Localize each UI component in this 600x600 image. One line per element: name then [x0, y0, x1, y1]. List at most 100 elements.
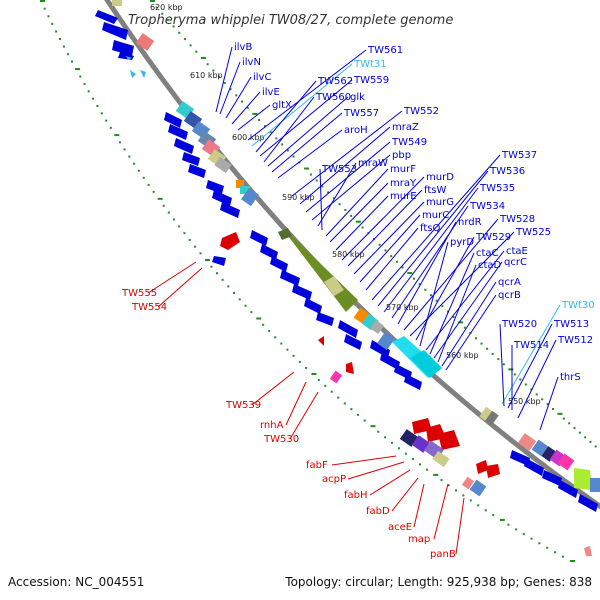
- gene-label[interactable]: TW549: [391, 137, 427, 148]
- gene-label[interactable]: TW552: [403, 106, 439, 117]
- track-dot: [404, 452, 407, 455]
- gene-label[interactable]: gltX: [272, 100, 292, 111]
- gene-label[interactable]: ilvE: [262, 87, 280, 98]
- track-dot: [137, 169, 140, 172]
- gene-arrow: [316, 312, 334, 326]
- gene-label[interactable]: pyrD: [450, 237, 474, 248]
- gene-block-band: [574, 468, 592, 490]
- track-dot: [455, 489, 458, 492]
- gene-label[interactable]: TW561: [367, 45, 403, 56]
- gene-label[interactable]: murD: [426, 172, 454, 183]
- track-dot: [370, 425, 376, 428]
- track-dot: [552, 408, 555, 411]
- gene-label[interactable]: ftsW: [424, 185, 446, 196]
- gene-label[interactable]: TW535: [479, 183, 515, 194]
- track-dot: [133, 162, 136, 165]
- gene-label[interactable]: ftsQ: [420, 223, 440, 234]
- gene-label[interactable]: murC: [422, 210, 449, 221]
- gene-label[interactable]: glk: [350, 92, 365, 103]
- gene-label[interactable]: ilvC: [253, 72, 271, 83]
- gene-label[interactable]: murE: [390, 191, 417, 202]
- gene-label[interactable]: ctaE: [506, 246, 528, 257]
- gene-label[interactable]: TW536: [489, 166, 525, 177]
- gene-label[interactable]: aceE: [388, 522, 412, 533]
- track-dot: [330, 390, 333, 393]
- reverse-feature-track: [212, 232, 592, 556]
- gene-label[interactable]: rnhA: [260, 420, 284, 431]
- gene-label[interactable]: TW559: [353, 75, 389, 86]
- gene-arrow-reverse: [438, 430, 460, 450]
- gene-label[interactable]: murF: [390, 164, 416, 175]
- gene-label[interactable]: TW560: [315, 92, 351, 103]
- gene-label[interactable]: TW554: [131, 302, 167, 313]
- gene-label[interactable]: TW528: [499, 214, 535, 225]
- track-dot: [195, 50, 198, 53]
- track-dot: [232, 291, 235, 294]
- gene-label[interactable]: pbp: [392, 150, 411, 161]
- gene-label[interactable]: TW513: [553, 319, 589, 330]
- gene-label[interactable]: ctaC: [476, 248, 499, 259]
- gene-label[interactable]: TW539: [225, 400, 261, 411]
- gene-label[interactable]: mraY: [390, 178, 417, 189]
- track-dot: [152, 190, 155, 193]
- gene-label[interactable]: TW562: [317, 76, 353, 87]
- label-leader-line: [359, 214, 421, 283]
- gene-label[interactable]: mraW: [358, 158, 388, 169]
- gene-label[interactable]: thrS: [560, 372, 581, 383]
- track-dot: [274, 336, 277, 339]
- gene-label[interactable]: map: [408, 534, 430, 545]
- gene-label[interactable]: qcrC: [504, 257, 527, 268]
- track-dot: [343, 402, 346, 405]
- gene-label[interactable]: TWt31: [353, 59, 387, 70]
- gene-label[interactable]: ilvB: [234, 42, 252, 53]
- track-dot: [275, 137, 278, 140]
- gene-label[interactable]: aroH: [344, 125, 368, 136]
- gene-label[interactable]: TW529: [475, 232, 511, 243]
- label-leader-line: [383, 187, 479, 313]
- gene-label[interactable]: TW514: [513, 340, 549, 351]
- gene-label[interactable]: TW520: [501, 319, 537, 330]
- track-dot: [541, 398, 544, 401]
- label-leader-line: [335, 195, 389, 251]
- track-dot: [317, 378, 320, 381]
- gene-label[interactable]: TW534: [469, 201, 505, 212]
- gene-label[interactable]: TW555: [121, 288, 157, 299]
- label-leader-line: [397, 221, 457, 325]
- gene-label[interactable]: fabD: [366, 506, 390, 517]
- gene-label[interactable]: fabF: [306, 460, 328, 471]
- gene-label[interactable]: murG: [426, 197, 454, 208]
- gene-block: [236, 180, 244, 188]
- gene-block: [479, 406, 493, 422]
- track-dot: [458, 321, 464, 324]
- track-dot: [55, 30, 58, 33]
- track-dot: [486, 347, 489, 350]
- gene-label[interactable]: fabH: [344, 490, 368, 501]
- gene-label[interactable]: mraZ: [392, 122, 419, 133]
- gene-label[interactable]: ctaD: [478, 260, 502, 271]
- track-dot: [499, 518, 505, 521]
- track-dot: [250, 311, 253, 314]
- gene-label[interactable]: qcrB: [498, 290, 521, 301]
- track-dot: [70, 60, 73, 63]
- label-leader-line: [347, 461, 405, 480]
- gene-label[interactable]: TW512: [557, 335, 593, 346]
- track-dot: [172, 25, 175, 28]
- gene-label[interactable]: qcrA: [498, 277, 521, 288]
- gene-label[interactable]: ilvN: [242, 57, 261, 68]
- gene-label[interactable]: TW530: [263, 434, 299, 445]
- label-leader-line: [285, 381, 307, 426]
- label-leader-line: [353, 201, 425, 275]
- gene-label[interactable]: TW537: [501, 150, 537, 161]
- gene-label[interactable]: nrdR: [458, 217, 482, 228]
- track-dot: [477, 504, 480, 507]
- track-dot: [435, 299, 438, 302]
- gene-label[interactable]: TW553: [321, 164, 357, 175]
- gene-label[interactable]: TW557: [343, 108, 379, 119]
- gene-label[interactable]: TWt30: [561, 300, 595, 311]
- gene-label[interactable]: panB: [430, 549, 456, 560]
- gene-label[interactable]: TW525: [515, 227, 551, 238]
- gene-label[interactable]: acpP: [322, 474, 346, 485]
- label-leader-line: [147, 261, 197, 294]
- trna-arrow: [140, 70, 146, 78]
